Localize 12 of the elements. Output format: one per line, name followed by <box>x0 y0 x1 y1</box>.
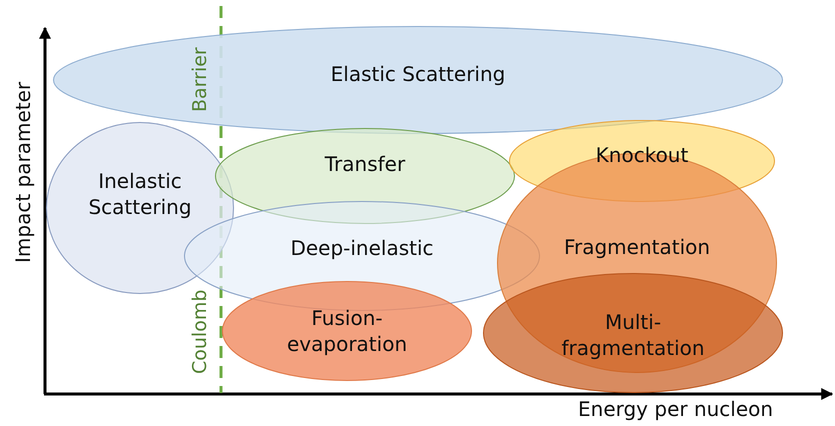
region-label: Elastic Scattering <box>330 61 506 87</box>
region-label: Knockout <box>594 142 690 168</box>
region-label: Inelastic Scattering <box>87 168 193 220</box>
axis-annotation: Coulomb <box>189 290 211 374</box>
axis-title: Impact parameter <box>11 82 35 263</box>
axis-title: Energy per nucleon <box>578 397 774 421</box>
axis-annotation: Barrier <box>189 47 211 112</box>
region-label: Deep-inelastic <box>289 235 435 261</box>
region-label: Fragmentation <box>562 234 712 260</box>
region-label: Transfer <box>324 151 406 177</box>
region-label: Fusion- evaporation <box>287 305 407 357</box>
region-label: Multi- fragmentation <box>560 309 706 361</box>
